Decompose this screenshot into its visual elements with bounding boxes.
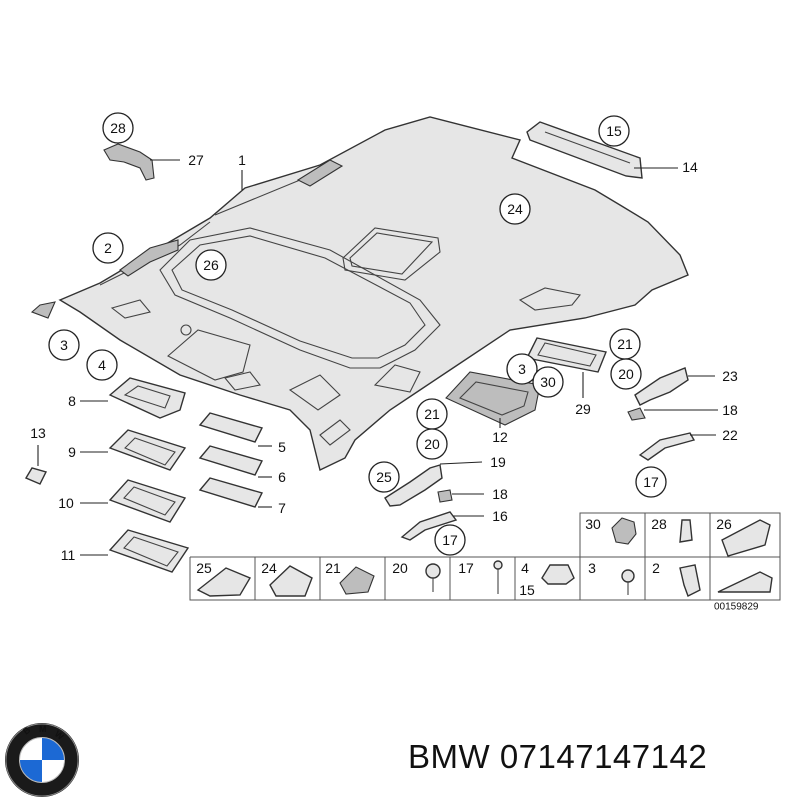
callout-label-3: 3 — [60, 337, 68, 353]
module-29-part — [525, 337, 607, 373]
callout-label-2: 2 — [104, 240, 112, 256]
callout-label-26: 26 — [203, 257, 219, 273]
callout-label-13: 13 — [30, 425, 46, 441]
callout-circle — [499, 193, 531, 225]
headliner-part — [30, 116, 689, 472]
callout-label-27: 27 — [188, 152, 204, 168]
console-12-part — [445, 371, 541, 426]
callout-label-9: 9 — [68, 444, 76, 460]
callout-label-18: 18 — [722, 402, 738, 418]
callout-label-20: 20 — [618, 366, 634, 382]
catalog-code: 00159829 — [714, 602, 759, 613]
callout-label-1: 1 — [238, 152, 246, 168]
grid-label-15: 15 — [519, 582, 535, 598]
bracket-19-part — [384, 464, 443, 507]
callout-label-29: 29 — [575, 401, 591, 417]
callout-label-7: 7 — [278, 500, 286, 516]
callout-label-21: 21 — [424, 406, 440, 422]
grid-labels: 30 28 26 25 24 21 20 17 4 15 3 2 — [196, 516, 732, 598]
callout-label-4: 4 — [98, 357, 106, 373]
grid-label-21: 21 — [325, 560, 341, 576]
grid-label-17: 17 — [458, 560, 474, 576]
callout-circle — [48, 329, 80, 361]
grid-label-30: 30 — [585, 516, 601, 532]
grid-label-26: 26 — [716, 516, 732, 532]
grid-label-2: 2 — [652, 560, 660, 576]
grid-label-24: 24 — [261, 560, 277, 576]
clip-18b-part — [437, 489, 453, 503]
callout-circle — [434, 524, 466, 556]
grid-label-4: 4 — [521, 560, 529, 576]
callout-label-17: 17 — [643, 474, 659, 490]
svg-text:M: M — [39, 724, 47, 734]
callout-label-15: 15 — [606, 123, 622, 139]
callout-label-12: 12 — [492, 429, 508, 445]
light-panels — [24, 377, 264, 573]
callout-label-23: 23 — [722, 368, 738, 384]
callout-circle — [92, 232, 124, 264]
callout-label-25: 25 — [376, 469, 392, 485]
callout-label-8: 8 — [68, 393, 76, 409]
callout-label-30: 30 — [540, 374, 556, 390]
callout-label-17: 17 — [442, 532, 458, 548]
svg-text:B: B — [21, 724, 33, 736]
callout-label-3: 3 — [518, 361, 526, 377]
leader-lines — [37, 159, 718, 556]
callout-label-16: 16 — [492, 508, 508, 524]
callout-label-10: 10 — [58, 495, 74, 511]
callout-circle — [195, 249, 227, 281]
grid-label-28: 28 — [651, 516, 667, 532]
clip-18a-part — [627, 407, 646, 421]
bmw-logo: B M W — [5, 723, 79, 797]
callout-circle — [506, 353, 538, 385]
callout-label-18: 18 — [492, 486, 508, 502]
grid-label-25: 25 — [196, 560, 212, 576]
callout-circle — [86, 349, 118, 381]
callout-label-6: 6 — [278, 469, 286, 485]
callout-label-20: 20 — [424, 436, 440, 452]
callout-label-21: 21 — [617, 336, 633, 352]
callout-label-11: 11 — [61, 547, 76, 563]
handle-16-part — [400, 511, 458, 541]
bracket-23-part — [634, 367, 689, 406]
callout-circle — [610, 358, 642, 390]
callout-circle — [598, 115, 630, 147]
callout-circle — [102, 112, 134, 144]
callout-label-19: 19 — [490, 454, 506, 470]
callout-label-24: 24 — [507, 201, 523, 217]
handle-22-part — [638, 432, 696, 461]
callout-label-5: 5 — [278, 439, 286, 455]
callout-circle — [416, 428, 448, 460]
part-number-title: BMW 07147147142 — [408, 738, 708, 775]
callout-label-22: 22 — [722, 427, 738, 443]
grid-label-20: 20 — [392, 560, 408, 576]
callout-label-28: 28 — [110, 120, 126, 136]
grid-label-3: 3 — [588, 560, 596, 576]
fastener-grid — [189, 512, 781, 601]
callout-label-14: 14 — [682, 159, 698, 175]
callout-circle — [532, 366, 564, 398]
callout-circle — [368, 461, 400, 493]
handle-27-part — [103, 143, 155, 181]
callout-circle — [635, 466, 667, 498]
